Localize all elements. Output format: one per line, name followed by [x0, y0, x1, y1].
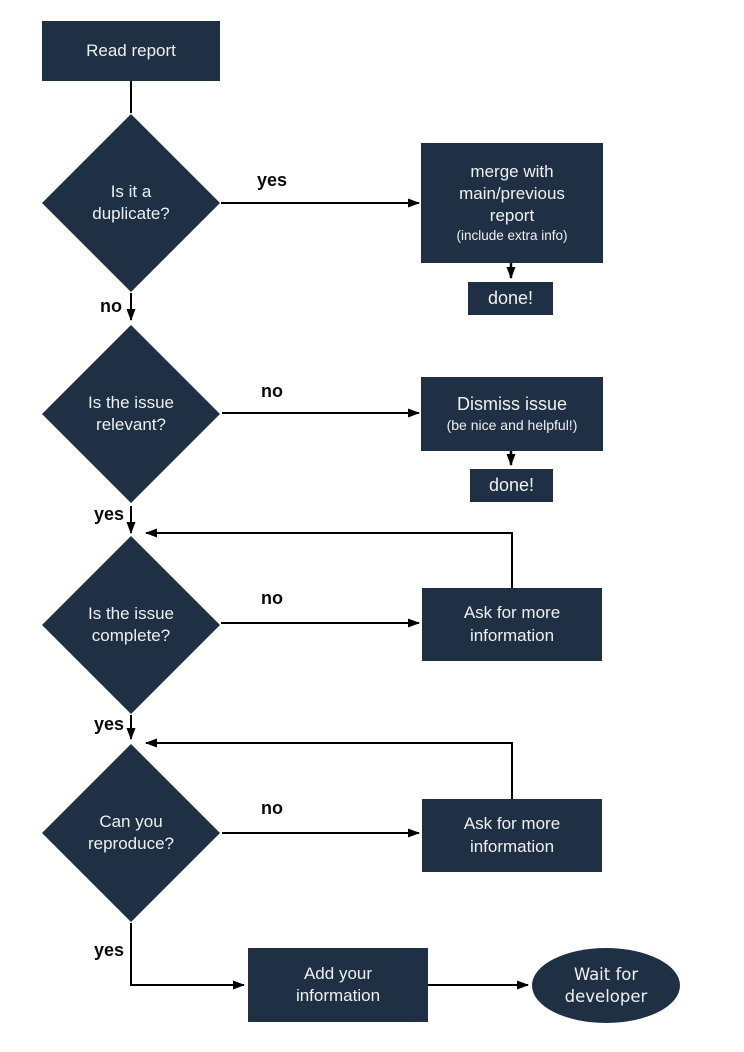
- node-is-relevant-label: Is the issue relevant?: [88, 392, 174, 434]
- node-is-duplicate: Is it a duplicate?: [41, 113, 221, 293]
- node-done-after-dismiss: done!: [470, 469, 553, 502]
- diamond-shape: [42, 744, 220, 922]
- edge-label-complete-yes: yes: [94, 714, 125, 734]
- node-is-duplicate-label: Is it a duplicate?: [92, 181, 170, 223]
- edge-label-relevant-yes: yes: [94, 504, 125, 524]
- node-ask-more-info-2-label: Ask for more information: [463, 814, 561, 856]
- edge-label-complete-no: no: [261, 588, 283, 608]
- edge-ask1-loop-to-complete: [145, 528, 513, 588]
- node-done-after-dismiss-label: done!: [488, 474, 535, 495]
- diamond-shape: [42, 114, 220, 292]
- node-add-information: Add your information: [248, 948, 428, 1022]
- node-can-reproduce: Can you reproduce?: [41, 743, 221, 923]
- node-ask-more-info-1-label: Ask for more information: [463, 603, 561, 645]
- node-merge-note: (include extra info): [456, 228, 568, 244]
- node-merge-label: merge with main/previous report: [459, 161, 565, 226]
- diamond-shape: [42, 536, 220, 714]
- node-is-complete-label: Is the issue complete?: [88, 603, 174, 645]
- edge-label-relevant-no: no: [261, 381, 283, 401]
- node-read-report: Read report: [42, 21, 220, 81]
- node-add-information-label: Add your information: [295, 963, 381, 1005]
- edge-label-reproduce-yes: yes: [94, 940, 125, 960]
- node-wait-for-developer: Wait for developer: [532, 948, 680, 1023]
- node-ask-more-info-1: Ask for more information: [422, 588, 602, 661]
- node-done-after-merge: done!: [468, 282, 553, 315]
- node-is-complete: Is the issue complete?: [41, 535, 221, 715]
- node-done-after-merge-label: done!: [487, 287, 534, 308]
- node-can-reproduce-label: Can you reproduce?: [87, 811, 174, 853]
- node-merge: merge with main/previous report (include…: [421, 143, 603, 263]
- node-wait-for-developer-label: Wait for developer: [564, 965, 648, 1006]
- diamond-shape: [42, 325, 220, 503]
- node-is-relevant: Is the issue relevant?: [41, 324, 221, 504]
- node-dismiss: Dismiss issue (be nice and helpful!): [421, 377, 603, 451]
- edge-label-duplicate-yes: yes: [257, 170, 288, 190]
- node-dismiss-note: (be nice and helpful!): [446, 417, 578, 434]
- node-ask-more-info-2: Ask for more information: [422, 799, 602, 872]
- edge-ask2-loop-to-reproduce: [145, 738, 513, 799]
- node-read-report-label: Read report: [86, 40, 176, 60]
- edge-label-duplicate-no: no: [100, 296, 122, 316]
- edge-label-reproduce-no: no: [261, 798, 283, 818]
- node-dismiss-label: Dismiss issue: [456, 394, 567, 415]
- edge-reproduce-yes-to-add: [130, 923, 245, 990]
